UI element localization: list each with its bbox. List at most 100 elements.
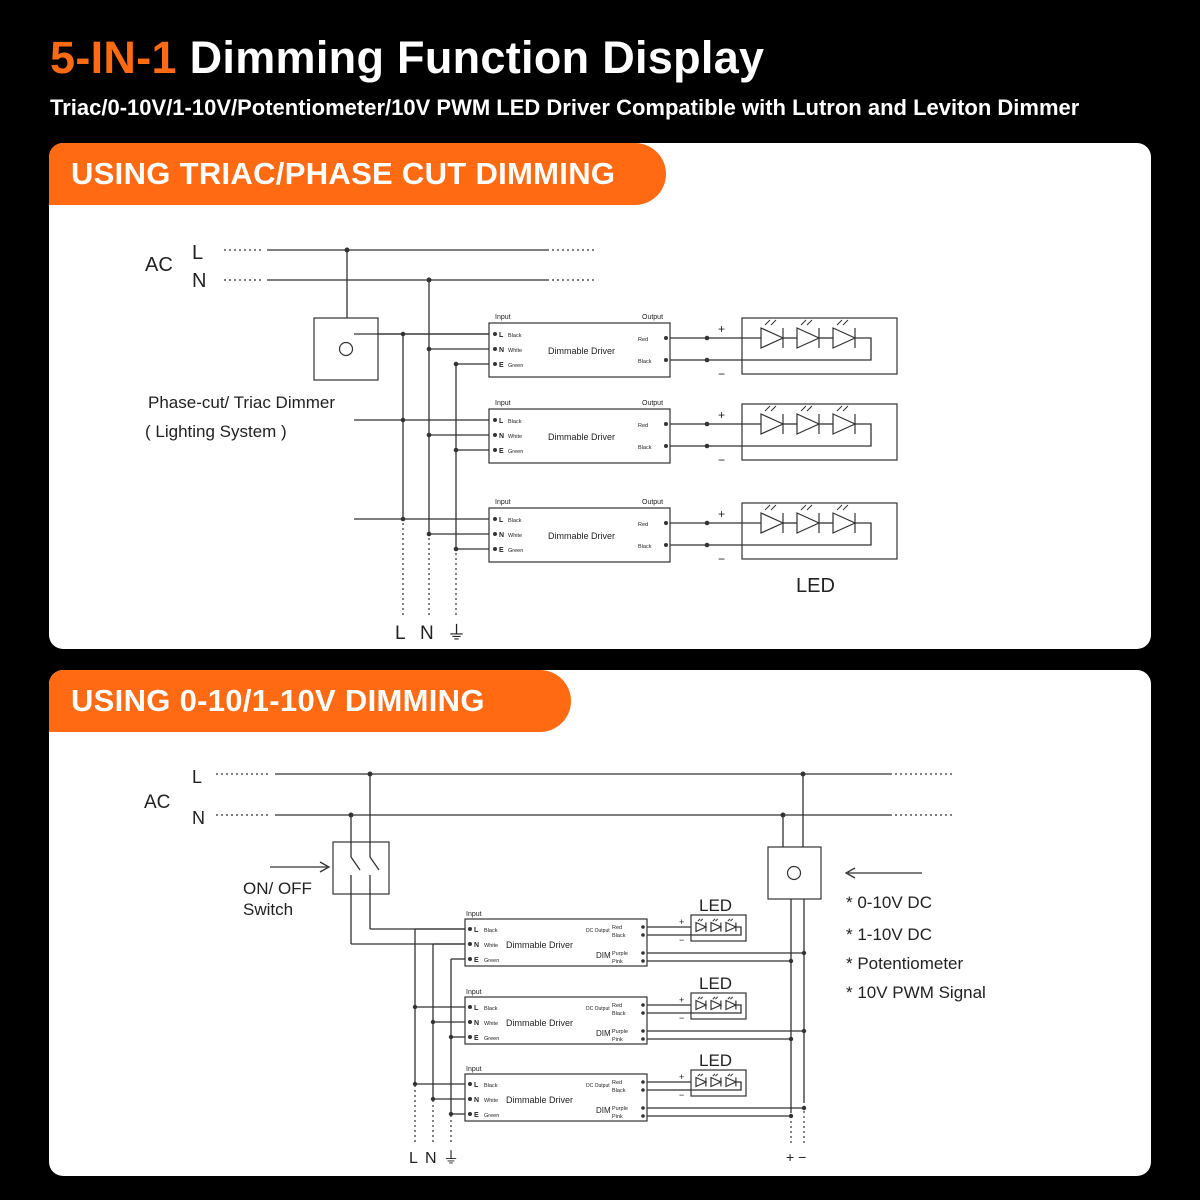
- led-diode-icon: [760, 327, 785, 349]
- analog-dimmer: [767, 846, 822, 900]
- minus-label: −: [718, 367, 725, 381]
- page-title: 5-IN-1 Dimming Function Display: [50, 32, 764, 84]
- led-diode-icon: [695, 999, 708, 1011]
- wire-color-label: Green: [508, 548, 523, 554]
- wire-color-label: White: [508, 434, 522, 440]
- driver-input-label: Input: [466, 911, 482, 918]
- switch-sublabel: Switch: [243, 900, 293, 919]
- plus-label: +: [679, 917, 684, 927]
- wire-color-label: Black: [484, 928, 498, 934]
- driver-name: Dimmable Driver: [548, 346, 615, 356]
- pin-label: L: [474, 1082, 479, 1089]
- wire-color-label: Purple: [612, 951, 628, 957]
- dim-label: DIM: [596, 951, 611, 960]
- led-diode-icon: [725, 1076, 738, 1088]
- led-diode-icon: [710, 921, 723, 933]
- wire-color-label: Black: [638, 359, 652, 365]
- wire-color-label: Red: [638, 423, 648, 429]
- line-n-label: N: [192, 270, 206, 292]
- driver-input-label: Input: [495, 400, 511, 407]
- minus-label: −: [679, 1090, 684, 1100]
- plus-label: +: [718, 322, 725, 336]
- signal-pwm: * 10V PWM Signal: [846, 983, 986, 1002]
- bottom-n-label: N: [420, 623, 434, 644]
- wire-color-label: White: [484, 1098, 498, 1104]
- pin-label: N: [499, 347, 504, 354]
- driver-output-label: Output: [642, 400, 663, 407]
- plus-label: +: [679, 995, 684, 1005]
- ac-label: AC: [144, 792, 170, 813]
- signal-1-10v: * 1-10V DC: [846, 925, 932, 944]
- pin-label: N: [474, 942, 479, 949]
- wire-color-label: Black: [638, 544, 652, 550]
- pin-label: L: [474, 927, 479, 934]
- wire-color-label: Pink: [612, 1037, 623, 1043]
- analog-dimming-panel: AC L N ON/ OFF Switch L N ⏚: [49, 670, 1151, 1176]
- bottom-l-label: L: [395, 623, 406, 644]
- wire-color-label: Red: [638, 522, 648, 528]
- wire-color-label: Black: [508, 333, 522, 339]
- minus-label: −: [679, 935, 684, 945]
- ac-label: AC: [145, 254, 173, 276]
- wire-color-label: Green: [484, 958, 499, 964]
- driver-input-label: Input: [495, 314, 511, 321]
- pin-label: N: [499, 433, 504, 440]
- dimmable-driver: [488, 507, 671, 563]
- dc-output-label: DC Output: [586, 1083, 610, 1089]
- dc-output-label: DC Output: [586, 928, 610, 934]
- dimmer-knob-icon: [786, 865, 802, 881]
- wire-color-label: Red: [612, 1080, 622, 1086]
- dimmer-label: Phase-cut/ Triac Dimmer: [148, 393, 335, 412]
- pin-label: L: [474, 1005, 479, 1012]
- title-accent: 5-IN-1: [50, 32, 177, 83]
- wire-color-label: White: [508, 348, 522, 354]
- on-off-switch[interactable]: [332, 841, 390, 895]
- driver-output-label: Output: [642, 314, 663, 321]
- pin-label: N: [474, 1020, 479, 1027]
- switch-label: ON/ OFF: [243, 879, 312, 898]
- triac-dimming-panel: AC L N Phase-cut/ Triac Dimmer ( Lightin…: [49, 143, 1151, 649]
- wire-color-label: Pink: [612, 959, 623, 965]
- wire-color-label: Green: [484, 1113, 499, 1119]
- wire-color-label: Red: [638, 337, 648, 343]
- led-diode-icon: [695, 921, 708, 933]
- triac-dimmer: [313, 317, 379, 381]
- pin-label: L: [499, 418, 504, 425]
- dimmable-driver: [464, 918, 648, 967]
- dim-label: DIM: [596, 1106, 611, 1115]
- led-diode-icon: [710, 999, 723, 1011]
- line-l-label: L: [192, 242, 203, 264]
- signal-potentiometer: * Potentiometer: [846, 954, 964, 973]
- led-label: LED: [796, 575, 835, 597]
- line-n-label: N: [192, 808, 205, 828]
- wire-color-label: White: [484, 943, 498, 949]
- wire-color-label: Green: [508, 363, 523, 369]
- minus-label: −: [679, 1013, 684, 1023]
- ground-icon: ⏚: [447, 623, 466, 644]
- pin-label: E: [499, 547, 504, 554]
- pin-label: L: [499, 332, 504, 339]
- wire-color-label: Black: [612, 1011, 626, 1017]
- title-rest: Dimming Function Display: [176, 32, 765, 83]
- pin-label: E: [499, 448, 504, 455]
- pin-label: N: [474, 1097, 479, 1104]
- dc-output-label: DC Output: [586, 1006, 610, 1012]
- driver-input-label: Input: [466, 989, 482, 996]
- pin-label: L: [499, 517, 504, 524]
- led-label: LED: [699, 1051, 732, 1070]
- wire-color-label: Green: [484, 1036, 499, 1042]
- wire-color-label: Pink: [612, 1114, 623, 1120]
- wire-color-label: White: [484, 1021, 498, 1027]
- driver-input-label: Input: [495, 499, 511, 506]
- wire-color-label: Black: [612, 933, 626, 939]
- led-diode-icon: [760, 413, 785, 435]
- pin-label: N: [499, 532, 504, 539]
- line-l-label: L: [192, 767, 202, 787]
- wire-color-label: Black: [484, 1006, 498, 1012]
- led-label: LED: [699, 896, 732, 915]
